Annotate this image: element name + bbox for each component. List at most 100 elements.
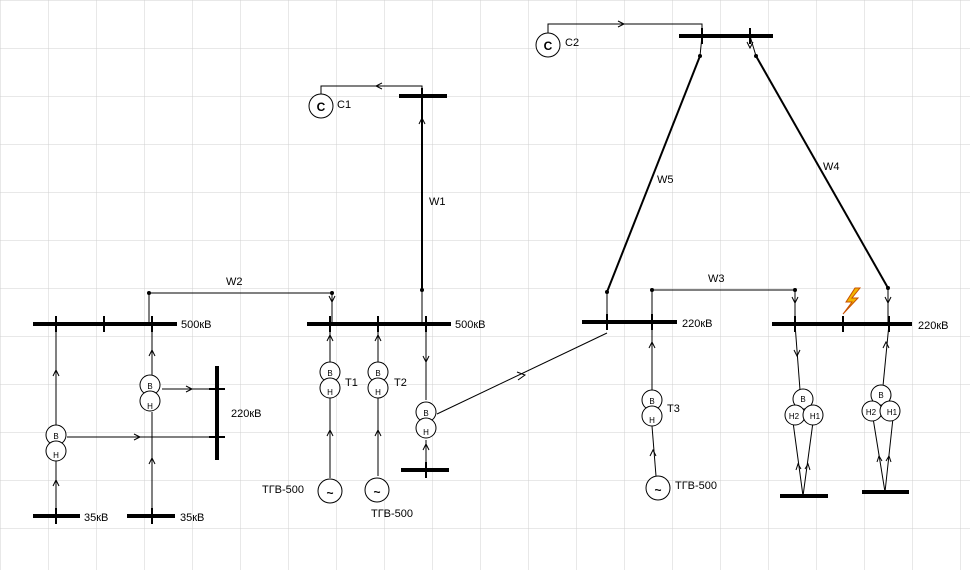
winding-label-hv: В <box>147 382 152 391</box>
transformer-winding-lv <box>367 377 389 399</box>
transformer-t2[interactable]: В Н <box>367 361 389 399</box>
generator-g1[interactable]: ~ <box>317 478 343 504</box>
arrow <box>804 462 811 471</box>
winding-label-lv2: Н2 <box>866 408 877 417</box>
system-icon <box>308 93 334 119</box>
label-line-w2: W2 <box>226 276 243 288</box>
label-transformer-t1: T1 <box>345 377 358 389</box>
transformer-mid[interactable]: В Н <box>415 401 437 439</box>
transformer-winding-lv <box>45 440 67 462</box>
junction-dot <box>698 54 702 58</box>
winding-label-lv: Н <box>423 428 429 437</box>
system-glyph: C <box>544 39 553 53</box>
arrow <box>516 371 527 381</box>
label-system-c2: C2 <box>565 37 579 49</box>
label-transformer-t2: T2 <box>394 377 407 389</box>
label-line-w3: W3 <box>708 273 725 285</box>
transformer-left-upper[interactable]: В Н <box>139 374 161 412</box>
label-generator-g2: ТГВ-500 <box>371 508 413 520</box>
generator-g2[interactable]: ~ <box>364 477 390 503</box>
winding-label-lv1: Н1 <box>810 412 821 421</box>
arrow <box>374 333 382 342</box>
transformer-t3[interactable]: В Н <box>641 389 663 427</box>
system-c2[interactable]: C <box>535 32 561 58</box>
generator-glyph: ~ <box>654 483 661 497</box>
arrow <box>326 333 334 342</box>
winding-label-lv: Н <box>327 388 333 397</box>
arrow <box>52 368 60 377</box>
transformer-winding-lv <box>319 377 341 399</box>
label-bus-500kv-left: 500кВ <box>181 319 212 331</box>
arrow <box>746 41 754 50</box>
arrow <box>649 448 657 457</box>
junction-dot <box>650 288 654 292</box>
winding-label-lv: Н <box>649 416 655 425</box>
junction-dot <box>330 291 334 295</box>
lightning-icon[interactable] <box>842 287 862 315</box>
arrow <box>185 385 194 393</box>
winding-label-hv: В <box>878 391 883 400</box>
label-bus-220kv-center: 220кВ <box>682 318 713 330</box>
label-bus-220kv-left: 220кВ <box>231 408 262 420</box>
junction-dot <box>886 286 890 290</box>
winding-label-hv: В <box>423 409 428 418</box>
system-icon <box>535 32 561 58</box>
arrow <box>418 116 426 125</box>
winding-label-lv: Н <box>53 451 59 460</box>
arrow <box>876 454 883 463</box>
wire <box>749 35 757 57</box>
winding-label-hv: В <box>800 395 805 404</box>
winding-label-hv: В <box>327 369 332 378</box>
arrow <box>882 340 890 349</box>
transformer-winding-hv <box>870 384 892 406</box>
arrow <box>617 20 626 28</box>
winding-label-lv2: Н2 <box>789 412 800 421</box>
line-w5[interactable] <box>606 55 701 293</box>
label-generator-g1: ТГВ-500 <box>262 484 304 496</box>
arrow <box>374 82 383 90</box>
transformer-winding-lv1 <box>802 404 824 426</box>
line-w3[interactable] <box>651 289 796 324</box>
junction-dot <box>420 94 424 98</box>
junction-dot <box>793 288 797 292</box>
junctions <box>147 34 890 326</box>
arrow <box>422 355 430 364</box>
junction-dot <box>147 291 151 295</box>
transformer-3w-1[interactable]: В Н2 Н1 <box>784 388 824 426</box>
junction-dot <box>754 54 758 58</box>
flow-arrows <box>52 20 892 487</box>
wire <box>320 85 423 96</box>
label-line-w5: W5 <box>657 174 674 186</box>
system-c1[interactable]: C <box>308 93 334 119</box>
arrow <box>885 454 892 463</box>
arrow <box>795 462 802 471</box>
arrow <box>374 428 382 437</box>
winding-label-hv: В <box>53 432 58 441</box>
junction-dot <box>700 34 704 38</box>
line-w4[interactable] <box>755 55 889 289</box>
wire <box>882 323 890 387</box>
transformer-left-lower[interactable]: В Н <box>45 424 67 462</box>
generator-g3[interactable]: ~ <box>645 475 671 501</box>
wire <box>792 421 814 497</box>
arrow <box>791 296 799 305</box>
transformer-3w-2[interactable]: В Н2 Н1 <box>861 384 901 422</box>
line-w2[interactable] <box>148 292 333 324</box>
arrow <box>328 295 336 304</box>
winding-label-hv: В <box>375 369 380 378</box>
fault-marker <box>842 287 862 315</box>
arrow <box>648 340 656 349</box>
transformer-winding-lv <box>641 405 663 427</box>
generator-glyph: ~ <box>326 486 333 500</box>
label-system-c1: C1 <box>337 99 351 111</box>
system-glyph: C <box>317 100 326 114</box>
arrow <box>326 428 334 437</box>
label-line-w4: W4 <box>823 161 840 173</box>
wire <box>872 417 894 493</box>
label-transformer-t3: T3 <box>667 403 680 415</box>
transformer-t1[interactable]: В Н <box>319 361 341 399</box>
label-generator-g3: ТГВ-500 <box>675 480 717 492</box>
junction-dot <box>420 288 424 292</box>
